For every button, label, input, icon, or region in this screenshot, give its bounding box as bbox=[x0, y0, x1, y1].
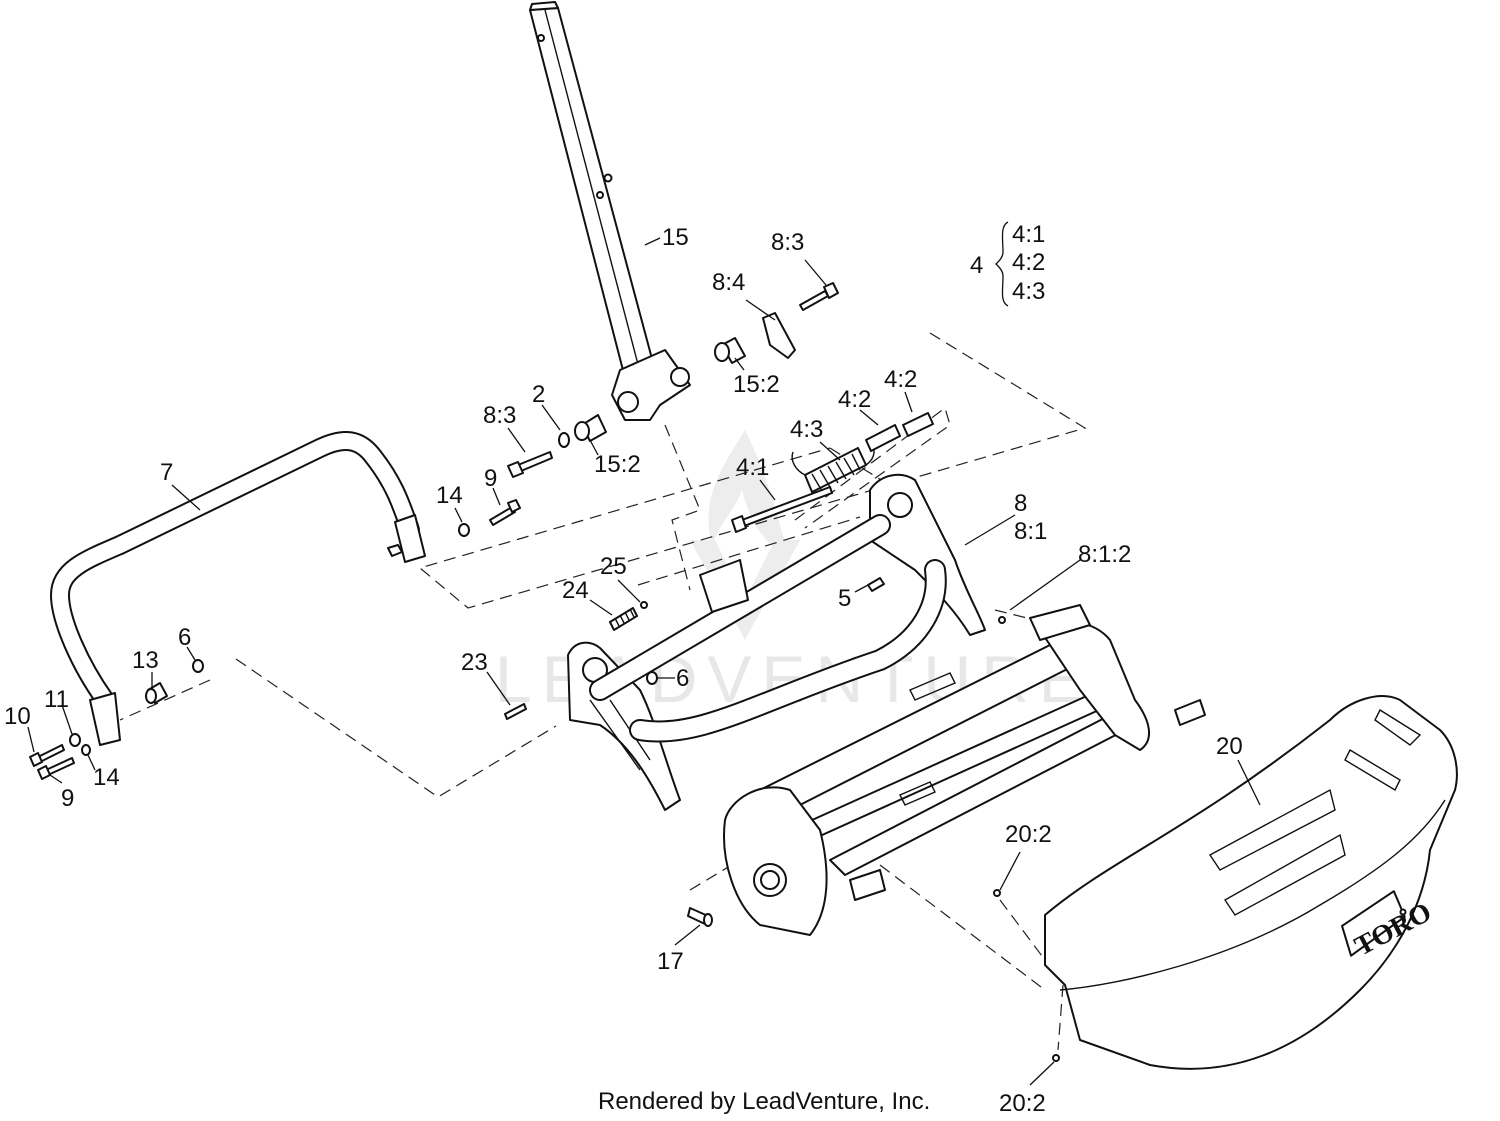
callout-4-3-legend: 4:3 bbox=[1012, 278, 1045, 305]
callout-20-2-top: 20:2 bbox=[1005, 821, 1052, 848]
assembly-dash-lines bbox=[119, 332, 1087, 1051]
bushing-top bbox=[714, 337, 746, 364]
callout-4-1-legend: 4:1 bbox=[1012, 221, 1045, 248]
callout-4-2-b: 4:2 bbox=[838, 386, 871, 413]
callout-15-2-top: 15:2 bbox=[733, 371, 780, 398]
callout-2: 2 bbox=[532, 381, 545, 408]
callout-5: 5 bbox=[838, 585, 851, 612]
front-bar bbox=[50, 431, 426, 746]
nut-14-top bbox=[458, 523, 470, 537]
footer-credit: Rendered by LeadVenture, Inc. bbox=[598, 1088, 930, 1115]
legend-brace bbox=[995, 221, 1009, 307]
bushing-mid bbox=[574, 414, 607, 442]
callout-8-4: 8:4 bbox=[712, 269, 745, 296]
callout-15: 15 bbox=[662, 224, 689, 251]
callout-24: 24 bbox=[562, 577, 589, 604]
callout-20: 20 bbox=[1216, 733, 1243, 760]
chassis-frame bbox=[723, 604, 1206, 936]
screw-20-2-bottom bbox=[1052, 1054, 1060, 1062]
callout-9-bottom: 9 bbox=[61, 785, 74, 812]
callout-4-2-legend: 4:2 bbox=[1012, 249, 1045, 276]
callout-labels: 15 8:3 8:4 15:2 4 4:1 4:2 4:3 4:2 4:2 4:… bbox=[4, 221, 1243, 1117]
bolt-5 bbox=[867, 577, 885, 592]
callout-11: 11 bbox=[44, 686, 69, 713]
spacer-13 bbox=[145, 682, 168, 704]
spring-24 bbox=[609, 601, 648, 631]
callout-8-1-2: 8:1:2 bbox=[1078, 541, 1131, 568]
callout-4: 4 bbox=[970, 252, 983, 279]
bolt-top bbox=[799, 282, 839, 311]
callout-4-2-a: 4:2 bbox=[884, 366, 917, 393]
bolt-9-top bbox=[489, 499, 521, 526]
leader-lines bbox=[27, 237, 1261, 1086]
callout-14-top: 14 bbox=[436, 482, 463, 509]
column-tube bbox=[529, 1, 691, 421]
callout-7: 7 bbox=[160, 459, 173, 486]
callout-8: 8 bbox=[1014, 490, 1027, 517]
callout-20-2-bottom: 20:2 bbox=[999, 1090, 1046, 1117]
bolt-mid bbox=[507, 451, 553, 478]
callout-9-top: 9 bbox=[484, 465, 497, 492]
pivot-frame bbox=[567, 473, 986, 811]
callout-4-1: 4:1 bbox=[736, 454, 769, 481]
callout-15-2-mid: 15:2 bbox=[594, 451, 641, 478]
callout-10: 10 bbox=[4, 703, 31, 730]
callout-8-3-mid: 8:3 bbox=[483, 402, 516, 429]
bolt-17 bbox=[687, 907, 713, 927]
pivot-plate bbox=[762, 312, 796, 359]
callout-17: 17 bbox=[657, 948, 684, 975]
screw-20-2-top bbox=[993, 889, 1001, 897]
callout-6-left: 6 bbox=[178, 624, 191, 651]
callout-13: 13 bbox=[132, 647, 159, 674]
callout-8-1: 8:1 bbox=[1014, 518, 1047, 545]
callout-14-bottom: 14 bbox=[93, 764, 120, 791]
washer bbox=[558, 432, 570, 448]
callout-4-3: 4:3 bbox=[790, 416, 823, 443]
body-shroud: TORO bbox=[1044, 695, 1458, 1070]
callout-6-mid: 6 bbox=[676, 665, 689, 692]
callout-8-3-top: 8:3 bbox=[771, 229, 804, 256]
pin-8-1-2 bbox=[998, 616, 1006, 624]
pin-23 bbox=[504, 703, 527, 720]
callout-25: 25 bbox=[600, 553, 627, 580]
callout-23: 23 bbox=[461, 649, 488, 676]
spring-kit bbox=[731, 412, 934, 533]
hardware-left bbox=[29, 733, 91, 780]
nut-6-left bbox=[192, 659, 204, 673]
